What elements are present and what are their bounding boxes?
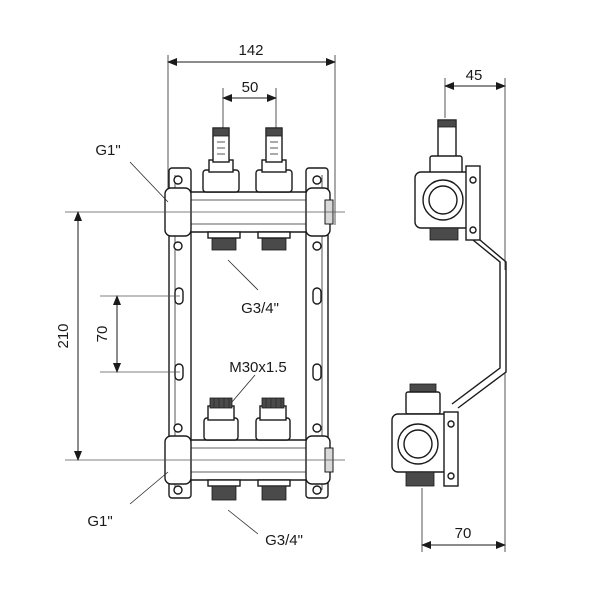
dim-45-label: 45 (466, 67, 483, 84)
valve-1 (203, 397, 239, 441)
bottom-outlet-1 (211, 485, 237, 501)
bottom-outlet-1-nut (207, 479, 241, 487)
flowmeter-2 (255, 127, 293, 193)
front-view: 142 50 (55, 42, 345, 549)
slot-right-2 (312, 363, 322, 381)
screw (173, 175, 183, 185)
screw (173, 485, 183, 495)
side-bracket-arm-edge (457, 239, 507, 409)
side-flowmeter-cap (437, 119, 457, 128)
label-g34-top: G3/4" (241, 300, 279, 317)
screw (312, 241, 322, 251)
valve-2 (255, 397, 291, 441)
screw (447, 420, 455, 428)
screw (447, 472, 455, 480)
label-g1-bottom: G1" (87, 513, 112, 530)
dim-70-left-label: 70 (94, 326, 111, 343)
bracket-right (305, 167, 329, 499)
dim-210-label: 210 (55, 323, 72, 348)
side-top-port-inner (428, 185, 458, 215)
dim-50-label: 50 (242, 79, 259, 96)
screw (312, 175, 322, 185)
bottom-outlet-2 (261, 485, 287, 501)
side-valve-nut (405, 391, 441, 415)
leader-m30 (231, 374, 256, 403)
label-g34-bottom: G3/4" (265, 532, 303, 549)
leader-g34-bottom (227, 509, 259, 535)
screw (173, 241, 183, 251)
screw (312, 485, 322, 495)
side-top-outlet (429, 227, 459, 241)
leader-g1-bottom (129, 471, 169, 505)
screw (312, 423, 322, 433)
leader-g34-top (227, 259, 259, 291)
bottom-outlet-2-nut (257, 479, 291, 487)
top-outlet-1-nut (207, 231, 241, 239)
label-m30: M30x1.5 (229, 359, 287, 376)
top-outlet-2-nut (257, 231, 291, 239)
side-view: 45 70 (391, 67, 507, 552)
leader-g1-top (129, 161, 169, 203)
label-g1-top: G1" (95, 142, 120, 159)
side-bracket-arm (451, 239, 501, 405)
side-bottom-outlet (405, 471, 435, 487)
bracket-left (168, 167, 192, 499)
side-bracket-bottom (443, 411, 459, 487)
dim-70-bottom-label: 70 (455, 525, 472, 542)
side-bottom-port-inner (403, 429, 433, 459)
screw (469, 226, 477, 234)
screw (469, 176, 477, 184)
screw (173, 423, 183, 433)
slot-right-1 (312, 287, 322, 305)
dim-142-label: 142 (238, 42, 263, 59)
flowmeter-1 (202, 127, 240, 193)
